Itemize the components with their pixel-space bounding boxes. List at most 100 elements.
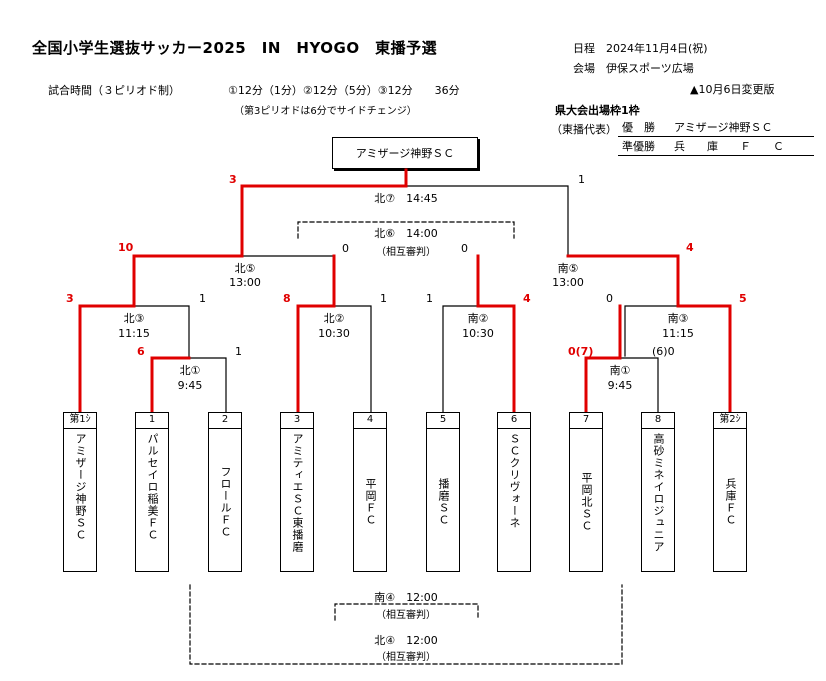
team-3: 3 アミティエＳＣ東播磨 — [280, 412, 314, 572]
south3-winner-path — [676, 304, 732, 422]
team-seed1: 第1ｼ アミザージ神野ＳＣ — [63, 412, 97, 572]
team-number: 2 — [209, 413, 241, 429]
north2-right-leg — [333, 305, 372, 421]
north2-left-score: 8 — [283, 292, 291, 305]
final-right-score: 1 — [578, 173, 585, 186]
team-8: 8 高砂ミネイロジュニア — [641, 412, 675, 572]
north4-bracket — [189, 584, 623, 665]
south3-right-score: 5 — [739, 292, 747, 305]
side-change-note: （第3ピリオドは6分でサイドチェンジ） — [234, 106, 417, 117]
north5-time: 13:00 — [229, 276, 261, 289]
north3-winner-path — [78, 304, 136, 422]
third-place-bracket — [297, 221, 515, 239]
team-name: 高砂ミネイロジュニア — [652, 433, 665, 553]
team-number: 7 — [570, 413, 602, 429]
rank-1: 優 勝 — [618, 118, 670, 137]
team-name: 平岡北ＳＣ — [580, 472, 593, 532]
team-name: 播磨ＳＣ — [437, 478, 450, 526]
south4-label: 南④ 12:00 — [374, 591, 438, 604]
north5-left-score: 10 — [118, 241, 134, 254]
team-name: 平岡ＦＣ — [364, 478, 377, 526]
page-title: 全国小学生選抜サッカー2025 IN HYOGO 東播予選 — [32, 39, 438, 57]
rep-row-1: 優 勝 アミザージ神野ＳＣ — [618, 118, 814, 137]
champion-box: アミザージ神野ＳＣ — [332, 137, 478, 169]
north3-label: 北③ — [123, 312, 145, 325]
team-number: 第1ｼ — [64, 413, 96, 429]
south3-left-score: 0 — [606, 292, 613, 305]
south2-label: 南② — [467, 312, 489, 325]
north5-label: 北⑤ — [234, 262, 256, 275]
south5-right-score: 4 — [686, 241, 694, 254]
third-label: 北⑥ 14:00 — [374, 227, 438, 240]
match-time-value: ①12分（1分）②12分（5分）③12分 36分 — [228, 84, 460, 97]
south2-left-score: 1 — [426, 292, 433, 305]
north4-referee: （相互審判） — [376, 652, 436, 663]
dashed-lines — [189, 221, 623, 665]
team-number: 4 — [354, 413, 386, 429]
team-4: 4 平岡ＦＣ — [353, 412, 387, 572]
north3-time: 11:15 — [118, 327, 150, 340]
south5-time: 13:00 — [552, 276, 584, 289]
team-1: 1 パルセイロ稲美ＦＣ — [135, 412, 169, 572]
winner-lines — [78, 168, 732, 422]
south2-time: 10:30 — [462, 327, 494, 340]
south2-right-score: 4 — [523, 292, 531, 305]
north4-label: 北④ 12:00 — [374, 634, 438, 647]
north3-left-score: 3 — [66, 292, 74, 305]
south5-label: 南⑤ — [557, 262, 579, 275]
venue-value: 伊保スポーツ広場 — [606, 62, 694, 75]
slots-title: 県大会出場枠1枠 — [555, 104, 640, 117]
north2-winner-path — [296, 254, 336, 422]
final-label: 北⑦ 14:45 — [374, 192, 438, 205]
venue-label: 会場 — [573, 62, 595, 75]
north3-right-score: 1 — [199, 292, 206, 305]
team-2: 2 フロールＦＣ — [208, 412, 242, 572]
team-name: フロールＦＣ — [219, 466, 232, 538]
south1-right-score: (6)0 — [652, 345, 675, 358]
third-referee: （相互審判） — [376, 247, 436, 258]
team-name: アミティエＳＣ東播磨 — [291, 433, 304, 553]
north2-time: 10:30 — [318, 327, 350, 340]
representatives-table: 優 勝 アミザージ神野ＳＣ 準優勝 兵 庫 Ｆ Ｃ — [618, 118, 814, 156]
south1-time: 9:45 — [607, 379, 633, 392]
team-number: 第2ｼ — [714, 413, 746, 429]
south4-referee: （相互審判） — [376, 610, 436, 621]
team-name: 兵庫ＦＣ — [724, 478, 737, 526]
final-left-score: 3 — [229, 173, 237, 186]
north1-time: 9:45 — [177, 379, 203, 392]
rep-row-2: 準優勝 兵 庫 Ｆ Ｃ — [618, 136, 814, 156]
champion-name: アミザージ神野ＳＣ — [355, 147, 455, 160]
rep-team-2: 兵 庫 Ｆ Ｃ — [670, 136, 814, 156]
team-number: 1 — [136, 413, 168, 429]
team-name: ＳＣクリヴォーネ — [508, 433, 521, 529]
south5-winner-path — [566, 254, 680, 308]
team-number: 6 — [498, 413, 530, 429]
match-time-label: 試合時間（３ピリオド制） — [48, 84, 180, 97]
north1-left-score: 6 — [137, 345, 145, 358]
final-right-branch — [405, 185, 569, 257]
date-value: 2024年11月4日(祝) — [606, 42, 708, 55]
north1-right-leg — [188, 357, 227, 421]
north2-right-score: 1 — [380, 292, 387, 305]
north1-right-score: 1 — [235, 345, 242, 358]
team-number: 3 — [281, 413, 313, 429]
south1-right-leg — [619, 357, 659, 421]
loser-lines — [133, 185, 679, 421]
south3-label: 南③ — [667, 312, 689, 325]
change-note: ▲10月6日変更版 — [690, 83, 775, 96]
team-7: 7 平岡北ＳＣ — [569, 412, 603, 572]
north5-winner-path — [132, 254, 244, 308]
team-number: 5 — [427, 413, 459, 429]
date-label: 日程 — [573, 42, 595, 55]
team-name: アミザージ神野ＳＣ — [74, 433, 87, 541]
south1-label: 南① — [609, 364, 631, 377]
rank-2: 準優勝 — [618, 136, 670, 156]
team-seed2: 第2ｼ 兵庫ＦＣ — [713, 412, 747, 572]
south2-winner-path — [476, 254, 516, 422]
north2-label: 北② — [323, 312, 345, 325]
north1-winner-path — [150, 356, 191, 422]
team-name: パルセイロ稲美ＦＣ — [146, 433, 159, 541]
south4-bracket — [334, 603, 479, 621]
south1-left-score: 0(7) — [568, 345, 594, 358]
